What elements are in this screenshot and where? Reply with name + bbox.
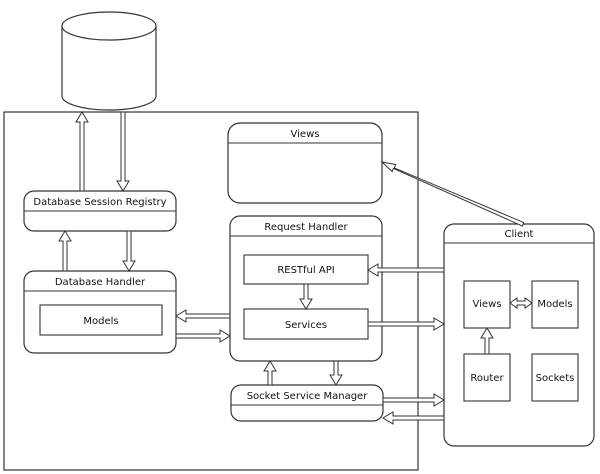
client-models-box [531,280,579,329]
db-session-registry-box: Database Session Registry [23,190,177,232]
sockets-label: Sockets [536,373,575,384]
arrow-db-handler-to-services [175,329,231,343]
router-box [463,353,511,402]
db-models-box [39,304,163,336]
arrow-api-to-services [299,283,313,310]
arrow-services-to-db-handler [175,309,231,323]
database-cylinder [61,11,157,111]
router-label: Router [470,373,504,384]
client-views-box [463,280,511,329]
arrow-socket-to-request [263,360,277,386]
db-session-registry-label: Database Session Registry [33,197,166,208]
client-box: Client Views Models Router Sockets [443,223,595,447]
arrow-client-to-views [380,161,525,227]
arrow-client-to-api [367,263,445,277]
arrow-services-to-client [367,317,445,331]
arrow-handler-to-registry [58,230,72,272]
arrow-registry-to-handler [122,230,136,272]
database-handler-box: Database Handler Models [23,270,177,354]
client-label: Client [505,229,534,240]
views-box-label: Views [291,129,320,140]
arrow-views-models [509,297,533,309]
socket-service-manager-label: Socket Service Manager [247,391,369,402]
arrow-request-to-socket [329,360,343,386]
arrow-socket-to-client [382,393,445,407]
arrow-router-to-views [480,327,494,355]
sockets-box [531,353,579,402]
socket-service-manager-box: Socket Service Manager [230,384,384,422]
client-models-label: Models [537,299,572,310]
database-handler-label: Database Handler [55,277,146,288]
request-handler-label: Request Handler [264,222,348,233]
restful-api-label: RESTful API [277,265,334,276]
arrow-db-to-registry [116,111,130,192]
client-views-label: Views [473,299,502,310]
db-models-label: Models [83,316,118,327]
arrow-client-to-socket [382,411,445,425]
arrow-registry-to-db [75,111,89,192]
services-label: Services [285,320,327,331]
views-box: Views [227,122,383,204]
